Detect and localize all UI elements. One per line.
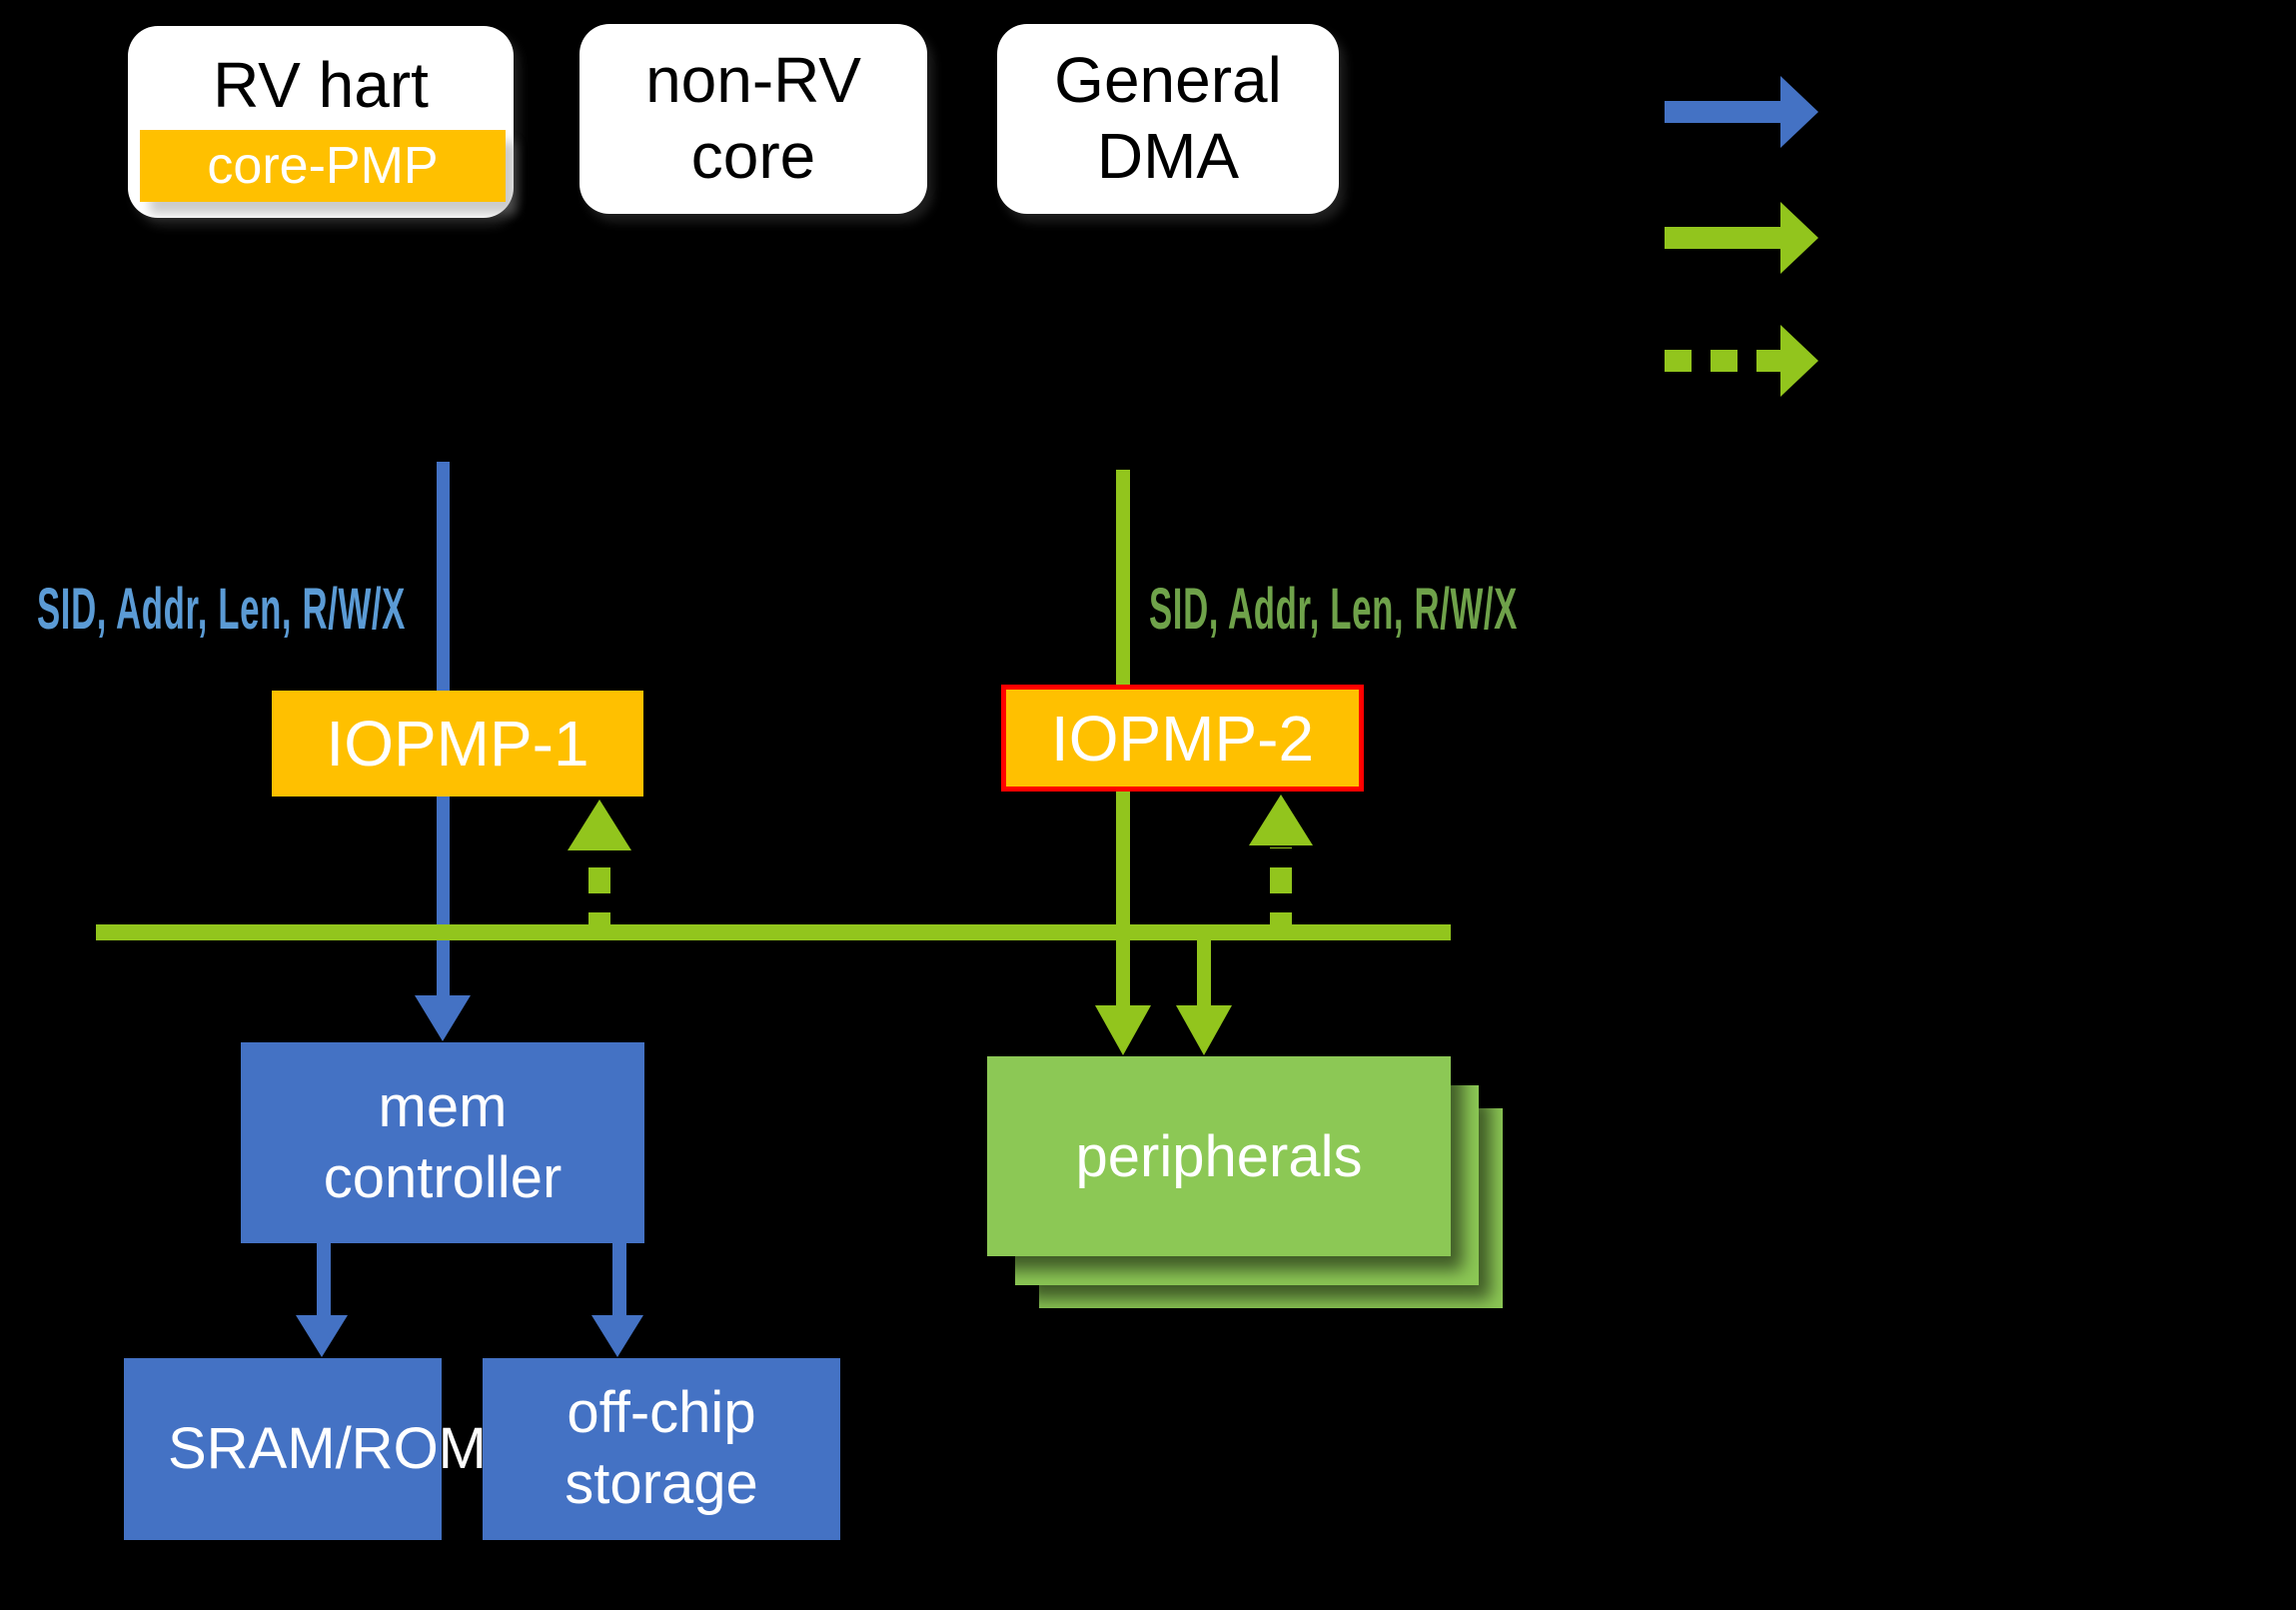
general-dma-label: General DMA <box>1054 44 1282 192</box>
iopmp-1-config-dashed-line <box>588 850 610 938</box>
blue-arrow-shaft <box>1665 101 1780 123</box>
mem-to-offchip-line <box>612 1243 626 1317</box>
rv-hart-label: RV hart <box>213 49 429 121</box>
dma-request-arrowhead-icon <box>1095 1005 1151 1055</box>
node-peripherals: peripherals <box>987 1056 1451 1256</box>
system-bus-line <box>96 924 1451 940</box>
bus-to-peripherals-line <box>1197 940 1211 1007</box>
mem-to-offchip-arrowhead-icon <box>591 1315 643 1357</box>
iopmp-2-config-arrowhead-icon <box>1249 795 1313 845</box>
green-dashed-arrow-head-icon <box>1780 325 1818 397</box>
iopmp-1-label: IOPMP-1 <box>326 708 589 780</box>
off-chip-storage-label: off-chip storage <box>565 1380 758 1516</box>
sram-rom-label: SRAM/ROM <box>168 1415 487 1481</box>
green-dashed-arrow-shaft <box>1665 350 1780 372</box>
green-arrow-shaft <box>1665 227 1780 249</box>
node-off-chip-storage: off-chip storage <box>483 1358 840 1540</box>
iopmp-2-label: IOPMP-2 <box>1050 702 1315 775</box>
peripherals-label: peripherals <box>1075 1123 1363 1189</box>
node-sram-rom: SRAM/ROM <box>124 1358 487 1540</box>
iopmp-2-config-dashed-line <box>1270 847 1292 938</box>
non-rv-core-label: non-RV core <box>645 44 861 192</box>
mem-controller-label: mem controller <box>323 1073 563 1210</box>
bus-to-peripherals-arrowhead-icon <box>1176 1005 1232 1055</box>
rv-hart-request-arrowhead-icon <box>415 995 471 1041</box>
blue-arrow-head-icon <box>1780 76 1818 148</box>
mem-to-sram-arrowhead-icon <box>296 1315 348 1357</box>
dma-signal-annotation: SID, Addr, Len, R/W/X <box>1149 577 1518 642</box>
node-iopmp-1: IOPMP-1 <box>272 691 643 797</box>
iopmp-1-config-arrowhead-icon <box>568 800 631 850</box>
core-pmp-label: core-PMP <box>207 137 439 195</box>
core-pmp-badge: core-PMP <box>140 130 506 202</box>
node-non-rv-core: non-RV core <box>579 24 927 214</box>
node-general-dma: General DMA <box>997 24 1339 214</box>
node-iopmp-2: IOPMP-2 <box>1001 685 1364 792</box>
node-mem-controller: mem controller <box>241 1042 644 1243</box>
green-arrow-head-icon <box>1780 202 1818 274</box>
cpu-signal-annotation: SID, Addr, Len, R/W/X <box>37 577 406 642</box>
mem-to-sram-line <box>317 1243 331 1317</box>
